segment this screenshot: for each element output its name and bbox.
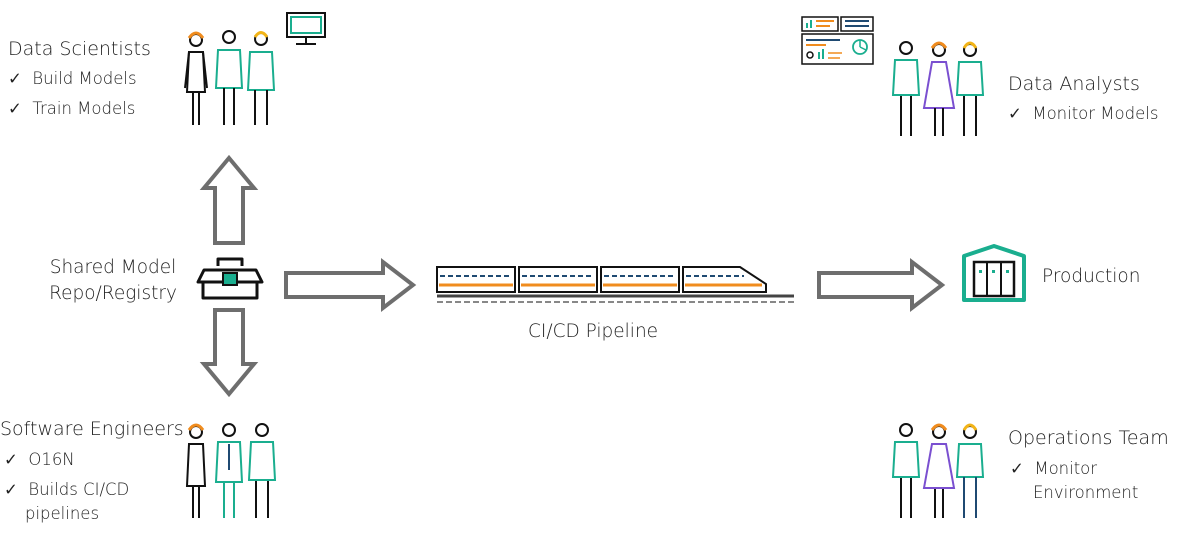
check-icon: ✓ [8,99,22,118]
data-scientists-item-build: ✓ Build Models [8,69,137,88]
check-icon: ✓ [1010,459,1024,478]
software-engineers-title: Software Engineers [0,418,184,440]
arrow-down-to-engineers [199,308,259,398]
operations-team-people-icon [891,423,985,518]
operations-team-title: Operations Team [1008,427,1169,449]
check-icon: ✓ [4,480,18,499]
item-label: Monitor [1034,459,1098,478]
data-scientists-item-train: ✓ Train Models [8,99,135,118]
dashboard-icon [801,16,874,65]
shared-repo-line1: Shared Model [49,257,177,278]
software-engineers-item-cicd-cont: pipelines [25,504,100,523]
software-engineers-item-cicd: ✓ Builds CI/CD [4,480,129,499]
data-scientists-people-icon [184,30,276,125]
data-analysts-item-monitor: ✓ Monitor Models [1008,104,1158,123]
arrow-right-to-pipeline [284,257,417,313]
item-label: Train Models [32,99,136,118]
data-analysts-title: Data Analysts [1008,73,1140,95]
item-label: Builds CI/CD [28,480,130,499]
operations-team-item-env: Environment [1033,483,1139,502]
check-icon: ✓ [4,450,18,469]
shared-repo-line2: Repo/Registry [49,283,177,304]
item-label: O16N [28,450,75,469]
server-rack-icon [962,244,1026,302]
data-analysts-people-icon [891,41,985,136]
toolbox-icon [196,257,264,300]
pipeline-label: CI/CD Pipeline [528,321,659,342]
check-icon: ✓ [8,69,22,88]
item-label: Build Models [32,69,137,88]
check-icon: ✓ [1008,104,1022,123]
operations-team-item-monitor: ✓ Monitor [1010,459,1097,478]
arrow-up-to-scientists [199,154,259,245]
train-icon [436,266,794,303]
arrow-right-to-production [817,257,946,313]
item-label: Monitor Models [1032,104,1159,123]
production-label: Production [1042,266,1141,287]
data-scientists-title: Data Scientists [8,38,151,60]
software-engineers-people-icon [185,423,277,518]
monitor-icon [286,12,326,45]
software-engineers-item-o16n: ✓ O16N [4,450,75,469]
